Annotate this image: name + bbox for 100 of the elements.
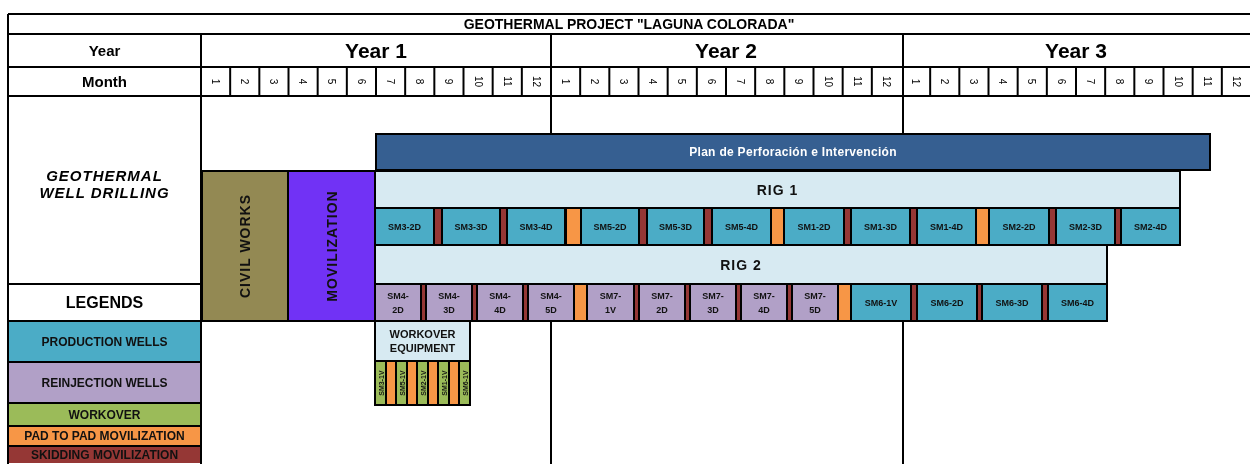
month-number: 11: [501, 76, 513, 87]
bar-label: SM4- 5D: [539, 289, 563, 317]
month-number: 10: [472, 75, 484, 88]
production-well-bar: [783, 207, 845, 246]
legend-label: SKIDDING MOVILIZATION: [30, 448, 179, 462]
year-label: Year 1: [345, 38, 407, 63]
production-well-bar: [981, 283, 1043, 322]
month-number: 1: [210, 78, 222, 85]
production-well-bar: [1055, 207, 1116, 246]
production-well-bar: [1047, 283, 1108, 322]
reinjection-well-bar: [638, 283, 686, 322]
month-number: 2: [589, 78, 601, 85]
production-well-bar: [988, 207, 1050, 246]
month-number: 9: [793, 78, 805, 85]
bar-label: SM7- 1V: [598, 289, 623, 317]
bar-label: SM4- 2D: [386, 289, 410, 317]
month-number: 4: [997, 78, 1009, 85]
month-number: 7: [1085, 78, 1097, 85]
bar-label: RIG 1: [756, 182, 799, 197]
bar-label: SM1-3D: [864, 220, 897, 234]
month-number: 6: [705, 78, 717, 85]
title: GEOTHERMAL PROJECT "LAGUNA COLORADA": [463, 16, 795, 32]
month-number: 11: [851, 76, 863, 87]
bar-label: SM3-2D: [388, 220, 421, 234]
production-well-bar: [1120, 207, 1181, 246]
rig-bar: [374, 320, 471, 362]
month-label: Month: [82, 73, 127, 90]
bar-label: SM2-2D: [1002, 220, 1036, 234]
bar-label: SM5-3D: [659, 220, 692, 234]
bar-label: SM5-2D: [593, 220, 627, 234]
reinjection-well-bar: [740, 283, 788, 322]
production-well-bar: [374, 207, 435, 246]
month-number: 8: [414, 78, 426, 85]
bar-label: SM5-4D: [725, 220, 758, 234]
bar-label: SM7- 2D: [650, 289, 674, 317]
rig-bar: [374, 244, 1108, 285]
workover-bar: [458, 360, 471, 406]
month-number: 1: [910, 78, 922, 85]
bar-label: SM4- 4D: [488, 289, 512, 317]
month-number: 6: [1055, 78, 1067, 85]
month-number: 9: [1143, 78, 1155, 85]
legend-label: REINJECTION WELLS: [41, 375, 168, 390]
production-well-bar: [850, 283, 912, 322]
civil-works-bar: [201, 170, 289, 322]
production-well-bar: [646, 207, 705, 246]
reinjection-well-bar: [586, 283, 635, 322]
month-number: 12: [1230, 75, 1242, 88]
year-label: Year 3: [1045, 38, 1107, 63]
month-number: 3: [268, 78, 280, 85]
month-number: 5: [1026, 78, 1038, 85]
month-number: 4: [647, 78, 659, 85]
bar-label: MOVILIZATION: [323, 190, 340, 302]
legend-heading: LEGENDS: [65, 293, 144, 312]
bar-label: SM4- 3D: [437, 289, 461, 317]
production-well-bar: [850, 207, 911, 246]
bar-label: SM1-2D: [797, 220, 831, 234]
production-well-bar: [916, 283, 978, 322]
plan-bar: [375, 133, 1211, 171]
production-well-bar: [441, 207, 501, 246]
legend-label: WORKOVER: [68, 407, 141, 422]
bar-label: RIG 2: [720, 257, 762, 272]
month-number: 2: [239, 78, 251, 85]
bar-label: SM7- 4D: [752, 289, 776, 317]
year-label: Year: [88, 42, 121, 59]
bar-label: SM6-3D: [995, 296, 1029, 310]
month-number: 9: [443, 78, 455, 85]
reinjection-well-bar: [476, 283, 524, 322]
month-number: 12: [530, 75, 542, 88]
legend-label: PRODUCTION WELLS: [41, 334, 168, 349]
bar-label: SM2-3D: [1069, 220, 1102, 234]
bar-label: SM7- 3D: [701, 289, 725, 317]
month-number: 1: [560, 78, 572, 85]
month-number: 6: [355, 78, 367, 85]
bar-label: SM6-2D: [930, 296, 964, 310]
month-number: 7: [385, 78, 397, 85]
month-number: 8: [764, 78, 776, 85]
production-well-bar: [506, 207, 566, 246]
reinjection-well-bar: [791, 283, 839, 322]
reinjection-well-bar: [425, 283, 473, 322]
reinjection-well-bar: [689, 283, 737, 322]
bar-label: SM1-4D: [930, 220, 963, 234]
bar-label: SM2-4D: [1134, 220, 1167, 234]
month-number: 2: [939, 78, 951, 85]
month-number: 3: [618, 78, 630, 85]
month-number: 10: [1172, 75, 1184, 88]
month-number: 5: [676, 78, 688, 85]
bar-label: Plan de Perforación e Intervención: [689, 145, 897, 159]
month-number: 10: [822, 75, 834, 88]
legend-label: PAD TO PAD MOVILIZATION: [24, 429, 185, 443]
month-number: 12: [880, 75, 892, 88]
bar-label: SM3-3D: [454, 220, 488, 234]
month-number: 3: [968, 78, 980, 85]
month-number: 8: [1114, 78, 1126, 85]
rig-bar: [374, 170, 1181, 209]
bar-label: SM6-1V: [864, 296, 898, 310]
production-well-bar: [580, 207, 640, 246]
section-label: GEOTHERMAL WELL DRILLING: [38, 167, 171, 201]
bar-label: SM3-4D: [519, 220, 553, 234]
month-number: 4: [297, 78, 309, 85]
mobilization-bar: [287, 170, 376, 322]
